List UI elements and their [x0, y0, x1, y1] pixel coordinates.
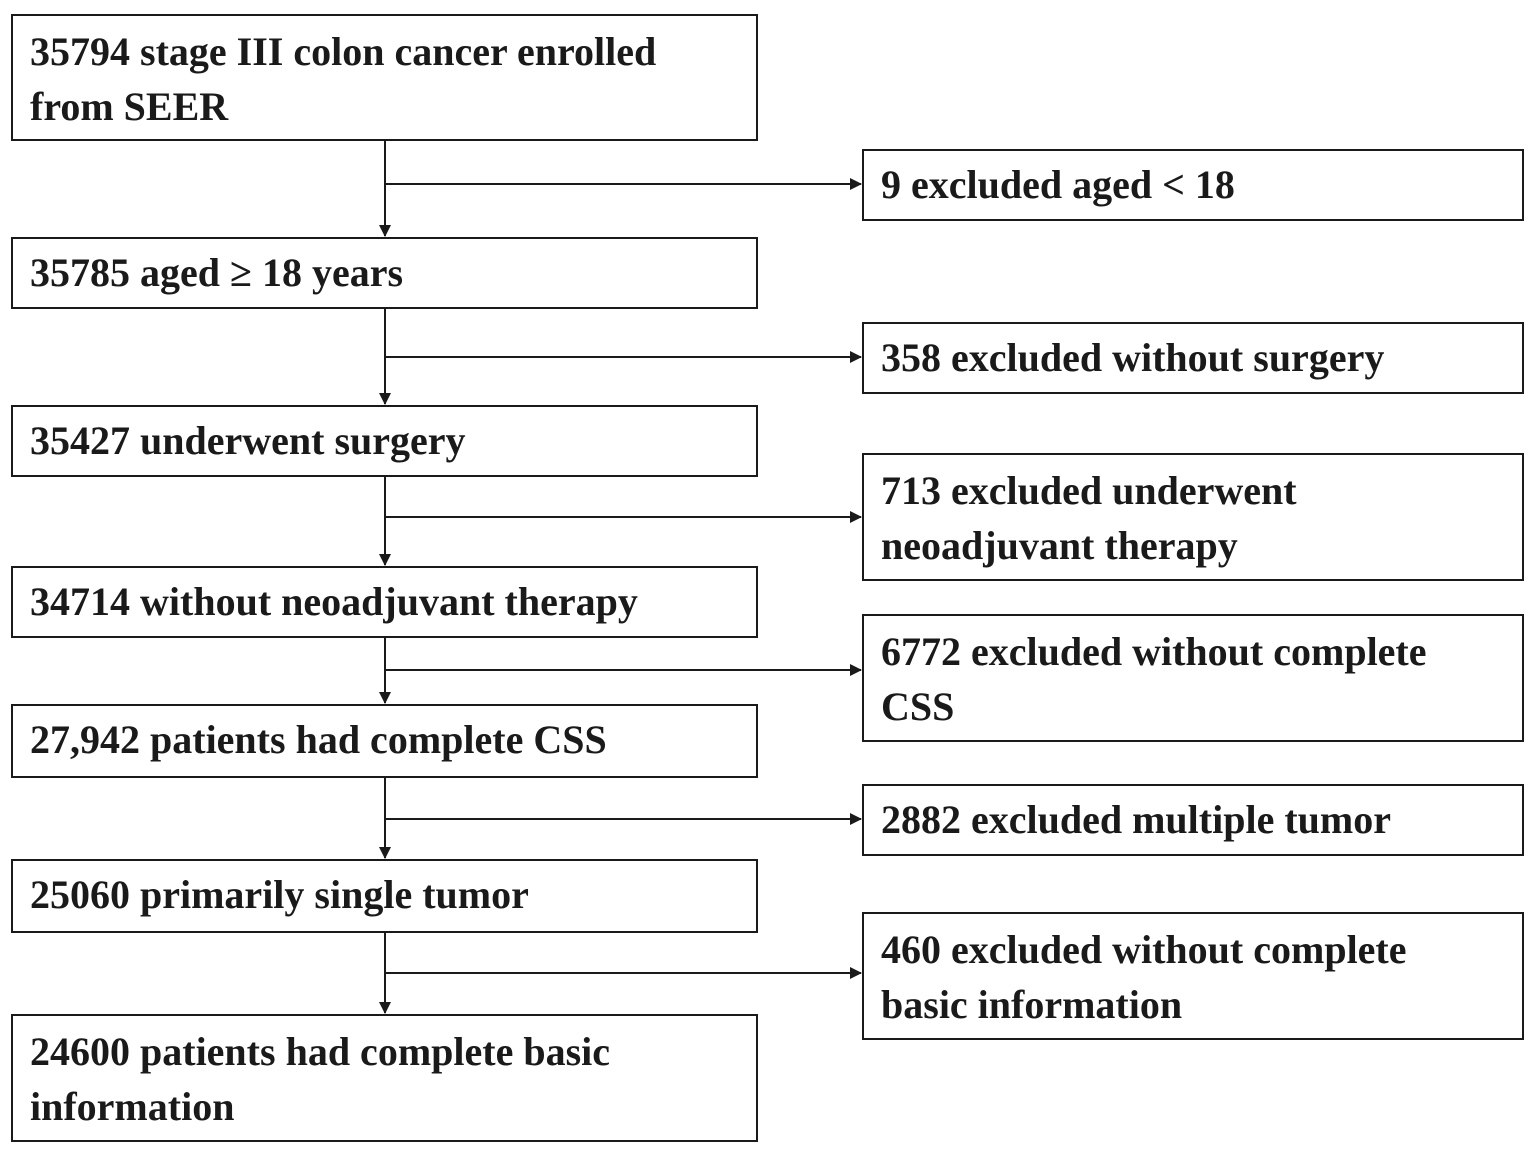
exclusion-text-line: 6772 excluded without complete	[881, 629, 1427, 674]
exclusion-text-line: 358 excluded without surgery	[881, 335, 1385, 380]
exclusion-box-css: 6772 excluded without complete CSS	[862, 614, 1524, 742]
step-text-line: from SEER	[30, 84, 229, 129]
exclusion-text-line: 460 excluded without complete	[881, 927, 1407, 972]
step-text-line: 24600 patients had complete basic	[30, 1029, 610, 1074]
exclusion-text-line: 2882 excluded multiple tumor	[881, 797, 1391, 842]
step-box-surgery: 35427 underwent surgery	[11, 405, 758, 477]
exclusion-text-line: 713 excluded underwent	[881, 468, 1297, 513]
step-text-line: 34714 without neoadjuvant therapy	[30, 579, 638, 624]
exclusion-text-line: CSS	[881, 684, 955, 729]
step-text-line: 35785 aged ≥ 18 years	[30, 250, 404, 295]
exclusion-box-basic-info: 460 excluded without complete basic info…	[862, 912, 1524, 1040]
exclusion-box-multiple-tumor: 2882 excluded multiple tumor	[862, 784, 1524, 856]
exclusion-text-line: basic information	[881, 982, 1183, 1027]
step-box-no-neoadjuvant: 34714 without neoadjuvant therapy	[11, 566, 758, 638]
step-box-complete-css: 27,942 patients had complete CSS	[11, 704, 758, 778]
exclusion-text-line: neoadjuvant therapy	[881, 523, 1238, 568]
step-box-enrolled: 35794 stage III colon cancer enrolled fr…	[11, 14, 758, 141]
step-box-aged: 35785 aged ≥ 18 years	[11, 237, 758, 309]
step-text-line: information	[30, 1084, 235, 1129]
exclusion-box-neoadjuvant: 713 excluded underwent neoadjuvant thera…	[862, 453, 1524, 581]
exclusion-box-surgery: 358 excluded without surgery	[862, 322, 1524, 394]
exclusion-box-age: 9 excluded aged < 18	[862, 149, 1524, 221]
step-box-final-cohort: 24600 patients had complete basic inform…	[11, 1014, 758, 1142]
step-text-line: 27,942 patients had complete CSS	[30, 717, 607, 762]
step-text-line: 35794 stage III colon cancer enrolled	[30, 29, 657, 74]
exclusion-text-line: 9 excluded aged < 18	[881, 162, 1235, 207]
step-box-single-tumor: 25060 primarily single tumor	[11, 859, 758, 933]
step-text-line: 25060 primarily single tumor	[30, 872, 529, 917]
step-text-line: 35427 underwent surgery	[30, 418, 466, 463]
